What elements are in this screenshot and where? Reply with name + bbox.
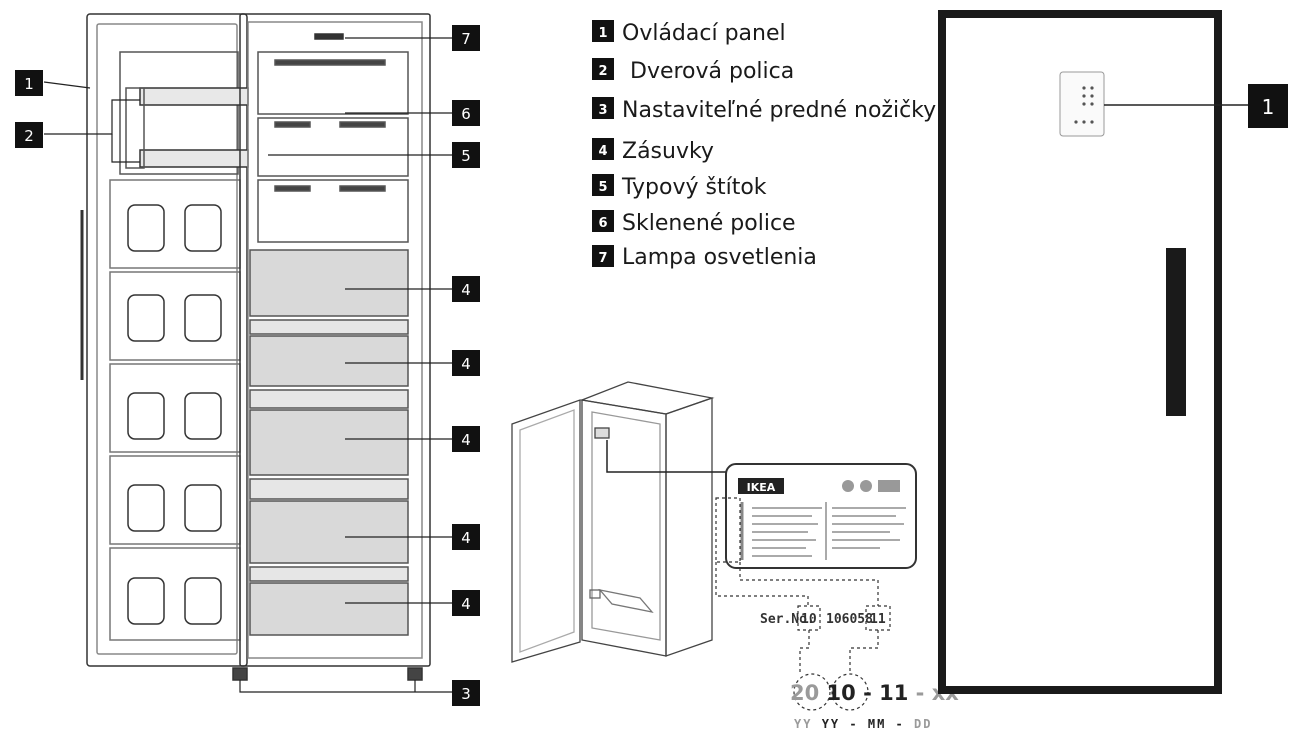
legend-item-2: 2 Dverová polica (592, 58, 794, 84)
svg-text:Nastaviteľné predné nožičky: Nastaviteľné predné nožičky (622, 98, 936, 123)
callout-4-a: 4 (452, 276, 480, 302)
svg-text:5: 5 (461, 147, 471, 165)
cabinet-body (239, 13, 431, 667)
cabinet-inner-wall (591, 411, 661, 641)
door-inner (96, 23, 238, 655)
door-compartments (109, 179, 241, 641)
bottom-compartment (598, 588, 654, 614)
fridge-lamp (594, 427, 610, 439)
legend-item-3: 3 Nastaviteľné predné nožičky (592, 97, 936, 123)
svg-text:3: 3 (598, 103, 607, 118)
leader-lines-left (43, 37, 452, 693)
drawers (249, 249, 409, 636)
certification-marks-icon (842, 480, 900, 492)
light-lamp (314, 33, 344, 40)
callout-1: 1 (15, 70, 43, 96)
svg-text:106058: 106058 (826, 612, 873, 627)
svg-text:Dverová polica: Dverová polica (630, 59, 794, 84)
cabinet-side (665, 397, 713, 657)
date-code: 20 10 - 11 - xx YY YY - MM - DD (790, 681, 959, 731)
svg-text:Lampa osvetlenia: Lampa osvetlenia (622, 245, 817, 270)
svg-text:10: 10 (801, 612, 817, 627)
callout-4-c: 4 (452, 426, 480, 452)
svg-text:4: 4 (461, 431, 471, 449)
door-shelf-lower (139, 149, 249, 168)
callout-4-d: 4 (452, 524, 480, 550)
svg-text:2: 2 (598, 64, 607, 79)
serial-number: Ser.No. 10 106058 11 (760, 612, 886, 627)
svg-text:4: 4 (461, 595, 471, 613)
ikea-logo-text: IKEA (747, 481, 776, 494)
adjustable-feet (232, 667, 423, 681)
callout-5: 5 (452, 142, 480, 168)
svg-text:3: 3 (461, 685, 471, 703)
svg-text:1: 1 (598, 26, 607, 41)
svg-text:4: 4 (461, 355, 471, 373)
legend-item-6: 6 Sklenené police (592, 210, 796, 236)
fridge-door-inner (519, 409, 575, 653)
open-door (86, 13, 248, 667)
legend-item-1: 1 Ovládací panel (592, 20, 786, 46)
svg-text:6: 6 (461, 105, 471, 123)
svg-text:5: 5 (598, 180, 607, 195)
callout-2: 2 (15, 122, 43, 148)
callout-4-b: 4 (452, 350, 480, 376)
callout-4-e: 4 (452, 590, 480, 616)
svg-text:6: 6 (598, 216, 607, 231)
svg-text:1: 1 (1262, 95, 1275, 119)
serial-dashed-links (715, 497, 891, 711)
callout-6: 6 (452, 100, 480, 126)
front-door-handle[interactable] (1166, 248, 1186, 416)
svg-text:Typový štítok: Typový štítok (621, 175, 767, 200)
fridge-door (511, 399, 581, 663)
legend-item-4: 4 Zásuvky (592, 138, 714, 164)
door-shelf-frame (119, 51, 239, 175)
svg-text:7: 7 (598, 251, 607, 266)
rating-plate: IKEA (725, 463, 917, 569)
control-panel-buttons-icon (1074, 86, 1094, 124)
plate-text-lines (740, 502, 906, 560)
freezer-open-view (80, 13, 431, 681)
legend-item-7: 7 Lampa osvetlenia (592, 245, 817, 270)
freezer-front-view: 1 (938, 10, 1288, 694)
ikea-logo-plate (738, 478, 784, 494)
svg-text:Ser.No.: Ser.No. (760, 612, 815, 627)
svg-text:4: 4 (461, 529, 471, 547)
callout-front-1: 1 (1248, 84, 1288, 128)
control-panel[interactable] (1059, 71, 1105, 137)
door-shelf-bracket (125, 87, 145, 169)
svg-text:1: 1 (24, 75, 34, 93)
svg-text:20 10 - 11: 20 10 - 11 - xx (790, 681, 959, 705)
svg-text:Ovládací panel: Ovládací panel (622, 21, 786, 46)
legend: 1 Ovládací panel 2 Dverová polica 3 Nast… (592, 20, 936, 270)
svg-text:Sklenené police: Sklenené police (622, 211, 796, 236)
svg-text:Zásuvky: Zásuvky (622, 139, 714, 164)
svg-text:11: 11 (870, 612, 886, 627)
door-hinge (589, 589, 601, 599)
svg-text:4: 4 (461, 281, 471, 299)
svg-text:4: 4 (598, 144, 607, 159)
svg-text:YY YY - MM: YY YY - MM - DD (794, 717, 932, 731)
legend-item-5: 5 Typový štítok (592, 174, 767, 200)
svg-text:2: 2 (24, 127, 34, 145)
glass-shelves (257, 51, 409, 243)
fridge-isometric (511, 381, 715, 663)
callout-7: 7 (452, 25, 480, 51)
door-shelf-upper (139, 87, 249, 106)
cabinet-inner (247, 21, 423, 659)
callout-3: 3 (452, 680, 480, 706)
svg-text:7: 7 (461, 30, 471, 48)
plate-leader (606, 440, 726, 473)
cabinet-top (579, 381, 715, 415)
